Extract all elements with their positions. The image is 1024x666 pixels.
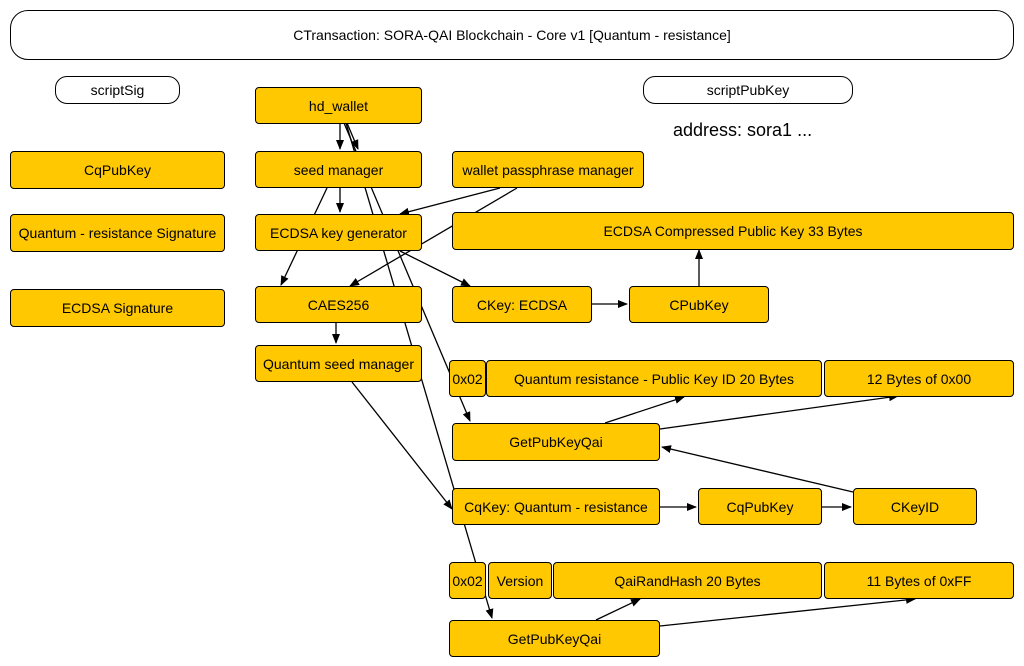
edge-getpubkeyqai1-zerobytes [659, 393, 899, 430]
edge-passphrase-caes256 [349, 187, 518, 287]
qairandhash-node: QaiRandHash 20 Bytes [553, 562, 822, 599]
ff-bytes-node: 11 Bytes of 0xFF [824, 562, 1014, 599]
scriptsig-label: scriptSig [55, 76, 180, 104]
edge-getpubkeyqai2-qairandhash [595, 598, 641, 621]
version-node: Version [488, 562, 552, 599]
cqkey-quantum-resistance-node: CqKey: Quantum - resistance [452, 488, 660, 525]
edge-getpubkeyqai1-publickeyid [604, 396, 685, 424]
public-key-id-node: Quantum resistance - Public Key ID 20 By… [486, 360, 822, 397]
ecdsa-compressed-public-key-node: ECDSA Compressed Public Key 33 Bytes [452, 212, 1014, 250]
ecdsa-key-generator-node: ECDSA key generator [255, 214, 422, 251]
scriptsig-quantum-signature: Quantum - resistance Signature [10, 214, 225, 252]
cpubkey-node: CPubKey [629, 286, 769, 323]
scriptsig-cqpubkey: CqPubKey [10, 151, 225, 189]
getpubkeyqai-node-1: GetPubKeyQai [452, 423, 660, 461]
cqpubkey-node: CqPubKey [698, 488, 822, 525]
edge-ecdsakeygen-ckey [399, 250, 471, 287]
edge-hdwallet-seedmanager-loop [346, 122, 359, 150]
zero-bytes-node: 12 Bytes of 0x00 [824, 360, 1014, 397]
ckey-ecdsa-node: CKey: ECDSA [452, 286, 592, 323]
edge-passphrase-ecdsakeygen [399, 187, 501, 216]
ckeyid-node: CKeyID [853, 488, 977, 525]
edge-quantumseed-cqkey [351, 381, 453, 510]
seed-manager-node: seed manager [255, 151, 422, 188]
prefix-0x02-node: 0x02 [449, 360, 486, 397]
address-text: address: sora1 ... [673, 120, 813, 140]
edge-ckeyid-getpubkeyqai1 [661, 445, 854, 493]
edge-getpubkeyqai2-ffbytes [659, 595, 916, 627]
getpubkeyqai-node-2: GetPubKeyQai [449, 620, 660, 657]
scriptsig-ecdsa-signature: ECDSA Signature [10, 289, 225, 327]
transaction-title: CTransaction: SORA-QAI Blockchain - Core… [10, 10, 1014, 60]
wallet-passphrase-manager-node: wallet passphrase manager [452, 151, 644, 188]
scriptpubkey-label: scriptPubKey [643, 76, 853, 104]
quantum-seed-manager-node: Quantum seed manager [255, 345, 422, 382]
caes256-node: CAES256 [255, 286, 422, 323]
prefix-0x02-node-2: 0x02 [449, 562, 486, 599]
hd-wallet-node: hd_wallet [255, 87, 422, 124]
